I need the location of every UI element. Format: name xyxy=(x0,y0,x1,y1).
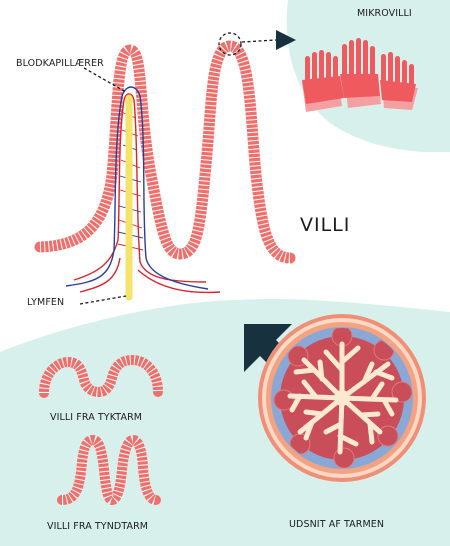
label-mikrovilli: MIKROVILLI xyxy=(357,8,412,19)
villi-main xyxy=(34,40,296,264)
label-lymfen: LYMFEN xyxy=(27,297,65,308)
label-villi: VILLI xyxy=(300,214,351,236)
label-villi-tyndtarm: VILLI FRA TYNDTARM xyxy=(47,521,149,532)
microvilli-cluster xyxy=(302,38,418,112)
label-villi-tyktarm: VILLI FRA TYKTARM xyxy=(50,412,143,423)
arrow-to-microvilli xyxy=(276,30,296,50)
villi-tyktarm-shape xyxy=(39,354,163,398)
label-blodkapillaerer: BLODKAPILLÆRER xyxy=(16,58,104,69)
villi-tyndtarm-shape xyxy=(57,434,161,506)
label-udsnit: UDSNIT AF TARMEN xyxy=(289,519,385,530)
intestine-cross-section xyxy=(258,314,426,482)
